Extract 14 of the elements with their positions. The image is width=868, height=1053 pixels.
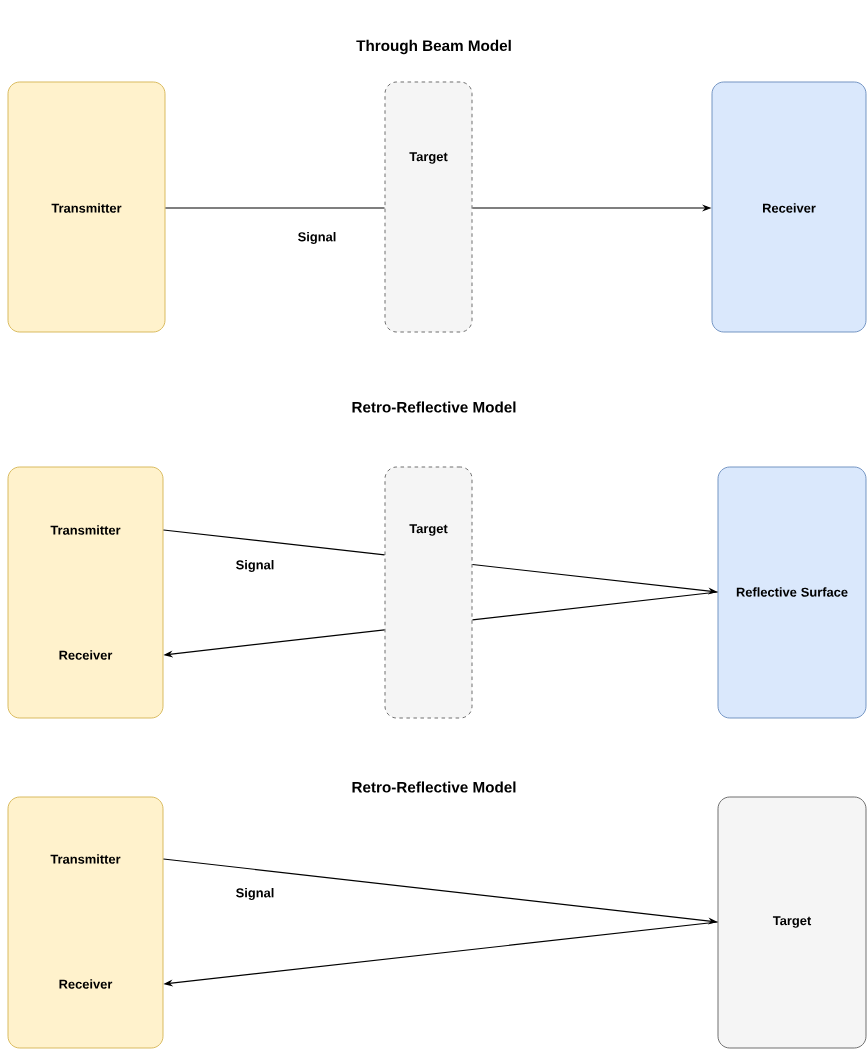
device-box: Transmitter Receiver <box>7 796 164 1049</box>
section-title: Retro-Reflective Model <box>352 781 516 793</box>
device-box: Receiver <box>711 81 867 333</box>
edge-label: Signal <box>234 558 276 574</box>
device-box: Transmitter <box>7 81 166 333</box>
target-box: Target <box>384 81 473 333</box>
target-box: Target <box>384 466 473 719</box>
target-box: Target <box>717 796 867 1049</box>
edge-label: Signal <box>296 230 338 246</box>
device-box: Transmitter Receiver <box>7 466 164 719</box>
edge-label: Signal <box>234 886 276 902</box>
section-title: Through Beam Model <box>356 39 511 55</box>
section-title: Retro-Reflective Model <box>352 401 516 413</box>
device-box: Reflective Surface <box>717 466 867 719</box>
